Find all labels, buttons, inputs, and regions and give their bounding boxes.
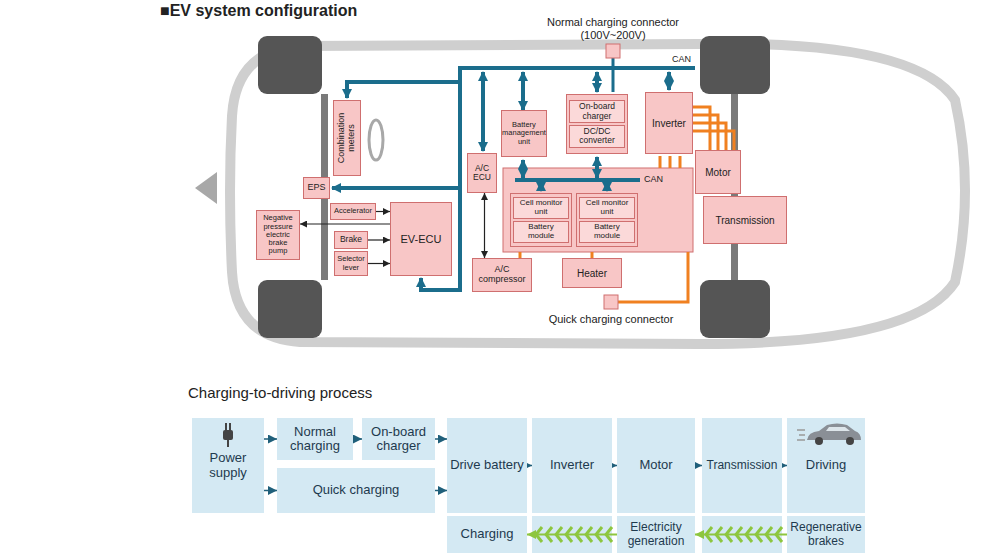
component-box: A/C compressor: [472, 258, 532, 292]
process-box: Quick charging: [277, 468, 435, 513]
can-bus: [332, 68, 695, 292]
connector: [300, 223, 390, 224]
box-text: Selector lever: [337, 255, 365, 272]
process-box: Drive battery: [447, 418, 527, 513]
connector: [353, 438, 362, 440]
component-box: Accelerator: [330, 203, 376, 220]
connector: [368, 239, 390, 240]
wheel: [258, 36, 322, 94]
diagram-title: ■EV system configuration: [160, 2, 357, 20]
process-box: Power supply: [192, 418, 264, 513]
box-text: Charging: [449, 527, 525, 541]
connector: [695, 465, 702, 467]
connector: [695, 534, 787, 536]
charging-wire: [612, 58, 615, 92]
process-box: Motor: [617, 418, 695, 513]
bus-label: CAN: [672, 54, 702, 64]
box-text: On-board charger: [569, 100, 625, 123]
component-box: Brake: [334, 231, 368, 249]
component-box: Heater: [562, 258, 622, 288]
box-text: Regenerative brakes: [789, 521, 863, 547]
box-text: Battery management unit: [502, 121, 546, 146]
section-heading: Charging-to-driving process: [188, 384, 488, 401]
connector: [435, 490, 447, 492]
car-icon: [797, 420, 863, 446]
process-box: Charging: [447, 516, 527, 553]
connector: [368, 263, 390, 264]
connector: [435, 438, 447, 440]
box-text: Battery module: [579, 221, 635, 243]
process-box: Driving: [787, 418, 865, 513]
connector: [527, 534, 617, 536]
component-box: Cell monitor unitBattery module: [510, 193, 572, 247]
box-text: Battery module: [513, 221, 569, 243]
connector-label: Normal charging connector (100V~200V): [538, 16, 688, 41]
box-text: Electricity generation: [619, 521, 693, 547]
box-text: Accelerator: [334, 207, 372, 215]
process-box: Transmission: [702, 418, 782, 513]
box-text: Transmission: [715, 215, 774, 226]
box-text: Quick charging: [279, 483, 433, 497]
connector: [264, 490, 277, 492]
normal-charging-connector: [606, 44, 620, 58]
box-text: Brake: [340, 235, 362, 244]
component-box: Negative pressure electric brake pump: [256, 210, 300, 260]
process-box: Inverter: [532, 418, 612, 513]
box-text: A/C compressor: [475, 265, 529, 285]
box-text: On-board charger: [364, 425, 433, 454]
box-text: Transmission: [704, 459, 780, 472]
quick-charging-connector: [604, 295, 618, 309]
connector: [376, 211, 390, 212]
component-box: Combination meters: [333, 100, 361, 176]
plug-icon: [216, 421, 240, 447]
box-text: Driving: [789, 458, 863, 472]
box-text: Power supply: [194, 451, 262, 480]
component-box: Transmission: [703, 196, 787, 244]
process-box: On-board charger: [362, 418, 435, 460]
connector-label: Quick charging connector: [536, 313, 686, 326]
box-text: Drive battery: [449, 458, 525, 472]
component-box: On-board chargerDC/DC converter: [566, 94, 628, 154]
connector: [264, 438, 277, 440]
connector: [484, 193, 485, 258]
component-box: EPS: [303, 177, 330, 199]
connector: [693, 115, 718, 150]
box-text: Cell monitor unit: [579, 197, 635, 219]
box-text: EV-ECU: [401, 233, 442, 245]
box-text: Motor: [619, 458, 693, 472]
bus-label: CAN: [644, 174, 674, 184]
car-body: [230, 44, 965, 344]
box-text: DC/DC converter: [569, 125, 625, 148]
process-box: Electricity generation: [617, 516, 695, 553]
wheel: [700, 280, 770, 338]
component-box: Cell monitor unitBattery module: [576, 193, 638, 247]
box-text: Normal charging: [279, 425, 351, 454]
component-box: A/C ECU: [467, 153, 497, 193]
battery-pack: [503, 168, 693, 252]
component-box: EV-ECU: [390, 202, 452, 276]
box-text: Motor: [705, 167, 731, 178]
component-box: Battery management unit: [501, 110, 547, 157]
box-text: Cell monitor unit: [513, 197, 569, 219]
box-text: EPS: [307, 183, 325, 193]
box-text: Negative pressure electric brake pump: [259, 214, 297, 255]
box-text: Heater: [577, 268, 607, 279]
front-arrow: [195, 172, 217, 204]
component-box: Motor: [695, 150, 741, 194]
box-text: A/C ECU: [470, 164, 494, 183]
wheel: [700, 36, 770, 94]
process-box: Normal charging: [277, 418, 353, 460]
box-text: Combination meters: [337, 103, 357, 173]
process-box: Regenerative brakes: [787, 516, 865, 553]
component-box: Selector lever: [334, 251, 368, 276]
box-text: Inverter: [652, 118, 686, 129]
box-text: Inverter: [534, 458, 610, 472]
component-box: Inverter: [645, 92, 693, 154]
wheel: [258, 280, 322, 338]
steering-wheel: [369, 120, 383, 160]
